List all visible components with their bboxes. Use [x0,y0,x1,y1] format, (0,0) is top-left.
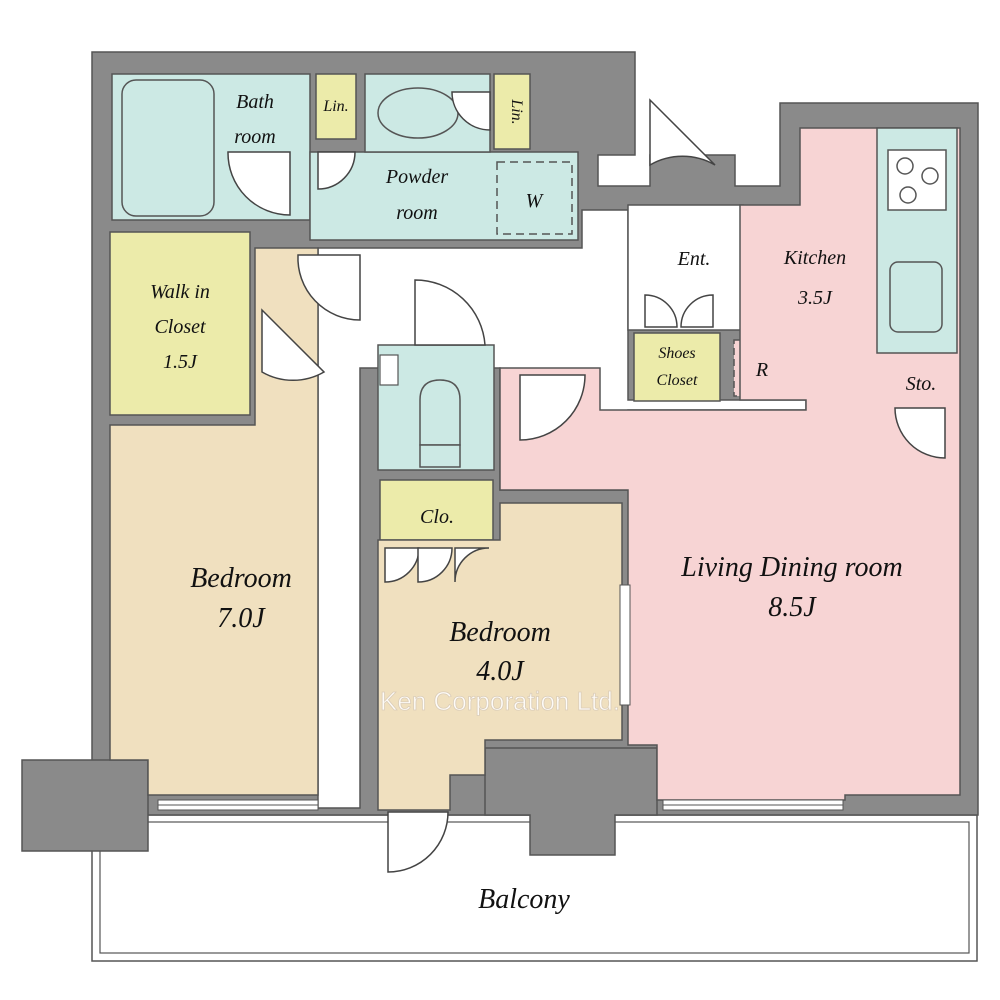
closet [379,479,494,541]
bedroom-large [109,247,319,796]
living-dining-kitchen [499,127,961,801]
burner-3 [899,186,917,204]
kitchen-sink [889,261,943,333]
shoes-closet-label-1: Shoes [658,345,695,362]
windows [157,584,844,811]
entrance-label: Ent. [677,248,711,270]
bedroom-small-size: 4.0J [476,656,525,687]
walk-in-closet-size: 1.5J [163,351,198,373]
watermark: Ken Corporation Ltd. [380,686,620,716]
burner-2 [921,167,939,185]
refrigerator-label: R [755,359,768,381]
storage-label: Sto. [906,373,937,395]
bathtub [121,79,215,217]
bedroom-large-label: Bedroom [190,563,292,594]
washbasin [377,87,459,139]
bedroom-small-label: Bedroom [449,617,551,648]
washer-label: W [526,190,545,212]
powder-label-1: Powder [385,166,448,188]
shoes-closet [633,332,721,402]
linen-closet-right [493,73,531,150]
burner-1 [896,157,914,175]
balcony-label: Balcony [478,884,570,915]
linen-closet-left [315,73,357,140]
walk-in-closet-label-1: Walk in [150,281,210,303]
walk-in-closet [109,231,251,416]
bedroom-small [377,502,623,811]
bath-label-1: Bath [236,91,274,113]
living-dining-label: Living Dining room [680,552,902,583]
powder-label-2: room [396,202,437,224]
walk-in-closet-label-2: Closet [154,316,206,338]
living-dining-size: 8.5J [768,592,817,623]
toilet-seat [419,444,461,468]
linen-label-left: Lin. [322,98,348,115]
shoes-closet-label-2: Closet [657,372,698,389]
closet-label: Clo. [420,506,454,528]
toilet-bowl [419,379,461,446]
linen-label-right: Lin. [508,98,525,124]
kitchen-label: Kitchen [783,247,846,269]
bedroom-large-size: 7.0J [217,603,266,634]
kitchen-size: 3.5J [797,287,833,309]
washer-space [496,161,573,235]
bath-label-2: room [234,126,275,148]
doors [227,91,946,873]
toilet-tank [379,354,399,386]
